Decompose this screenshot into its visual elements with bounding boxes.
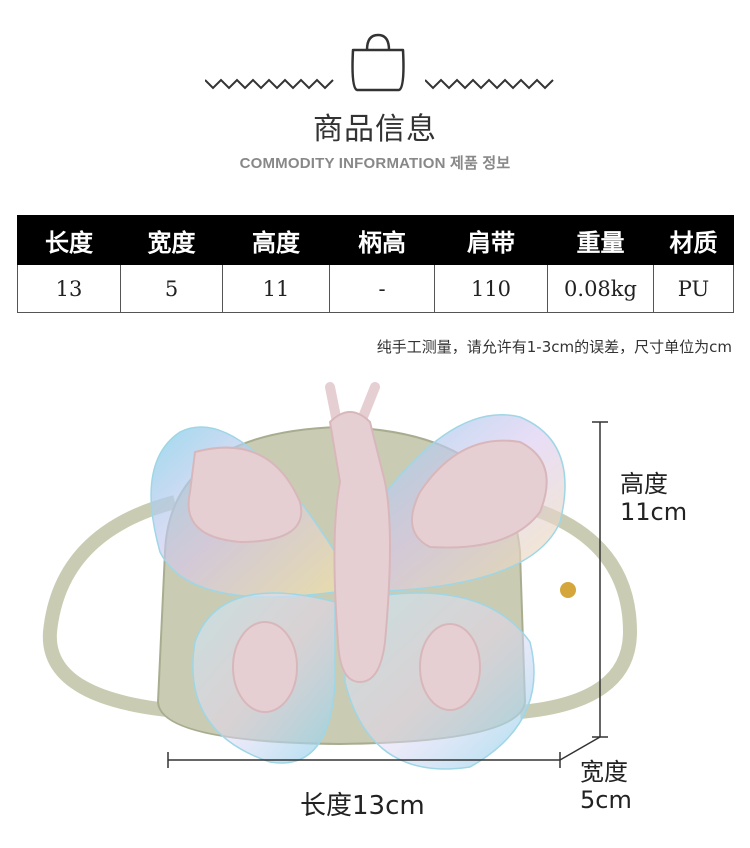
measurement-note: 纯手工测量，请允许有1-3cm的误差，尺寸单位为cm (376, 338, 732, 356)
length-dimension-label: 长度13cm (300, 791, 425, 821)
zipper-charm (560, 582, 576, 598)
spec-header-weight: 重量 (547, 215, 654, 265)
spec-header-length: 长度 (17, 215, 121, 265)
spec-value-material: PU (653, 264, 734, 313)
section-subtitle: COMMODITY INFORMATION 제품 정보 (239, 155, 511, 172)
spec-value-handle-height: - (329, 264, 435, 313)
glitter-spot-lower-left (232, 621, 298, 713)
width-label-value: 5cm (580, 786, 632, 814)
glitter-spot-upper-left (187, 446, 303, 544)
width-dimension-line (559, 736, 601, 761)
spec-header-width: 宽度 (120, 215, 223, 265)
spec-value-strap: 110 (434, 264, 548, 313)
handbag-icon (351, 33, 405, 92)
spec-value-width: 5 (120, 264, 223, 313)
spec-value-length: 13 (17, 264, 121, 313)
height-label-name: 高度 (620, 470, 668, 498)
zigzag-divider-left (205, 78, 334, 90)
spec-header-strap: 肩带 (434, 215, 548, 265)
height-dimension-label: 高度 11cm (620, 470, 740, 526)
spec-header-height: 高度 (222, 215, 330, 265)
butterfly-body (328, 411, 391, 684)
width-dimension-label: 宽度 5cm (580, 758, 700, 814)
glitter-spot-lower-right (419, 623, 481, 711)
spec-value-height: 11 (222, 264, 330, 313)
spec-value-weight: 0.08kg (547, 264, 654, 313)
section-title: 商品信息 (313, 112, 437, 147)
height-label-value: 11cm (620, 498, 688, 526)
product-image (42, 382, 638, 770)
zigzag-divider-right (425, 78, 554, 90)
spec-header-row: 长度 宽度 高度 柄高 肩带 重量 材质 (17, 215, 734, 265)
spec-table: 长度 宽度 高度 柄高 肩带 重量 材质 13 5 11 - 110 0.08k… (17, 215, 734, 313)
spec-value-row: 13 5 11 - 110 0.08kg PU (17, 264, 734, 313)
spec-header-material: 材质 (653, 215, 734, 265)
shoulder-strap (42, 495, 191, 719)
spec-header-handle-height: 柄高 (329, 215, 435, 265)
glitter-spot-upper-right (411, 439, 548, 549)
width-label-name: 宽度 (580, 758, 628, 786)
